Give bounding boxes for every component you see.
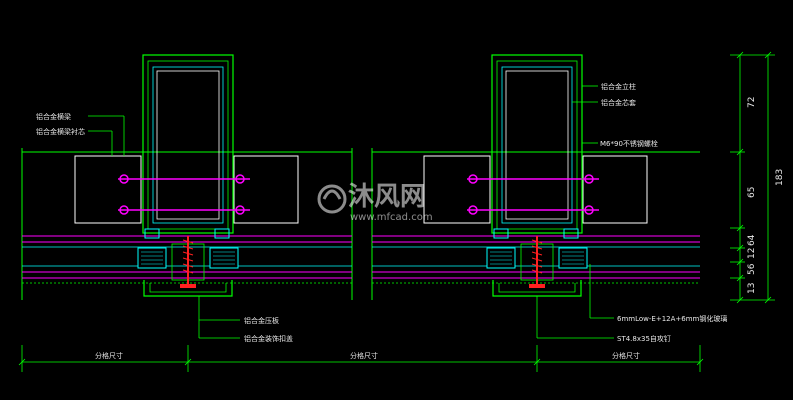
dim-total-183: 183 xyxy=(775,169,785,186)
label-span-left: 分格尺寸 xyxy=(95,351,123,360)
label-span-mid: 分格尺寸 xyxy=(350,351,378,360)
label-left-transom: 铝合金横梁 xyxy=(36,112,71,121)
label-span-right: 分格尺寸 xyxy=(612,351,640,360)
dim-72: 72 xyxy=(747,97,757,108)
label-left-pressure-plate: 铝合金压板 xyxy=(244,316,279,325)
label-right-glass: 6mmLow-E+12A+6mm钢化玻璃 xyxy=(617,314,727,323)
dim-56: 56 xyxy=(747,263,757,275)
left-cover-cap xyxy=(143,280,233,297)
watermark-url: www.mfcad.com xyxy=(350,212,433,223)
right-mullion xyxy=(491,54,583,234)
dim-64: 64 xyxy=(747,234,757,246)
right-assembly xyxy=(371,54,700,339)
label-left-transom-liner: 铝合金横梁衬芯 xyxy=(36,127,85,136)
vertical-dimensions xyxy=(730,51,775,304)
left-spacer-b xyxy=(209,247,239,269)
right-mullion-liner xyxy=(501,66,573,224)
left-mullion xyxy=(142,54,234,234)
mf-logo-icon xyxy=(317,184,347,214)
label-right-bolt: M6*90不锈钢螺栓 xyxy=(600,139,658,148)
label-right-screw: ST4.8x35自攻钉 xyxy=(617,334,671,343)
span-dimension xyxy=(18,345,704,372)
left-spacer-a xyxy=(137,247,167,269)
left-mullion-liner xyxy=(152,66,224,224)
left-screw xyxy=(180,236,196,288)
label-left-cover-cap: 铝合金装饰扣盖 xyxy=(244,334,293,343)
watermark: 沐风网 www.mfcad.com xyxy=(317,182,433,223)
label-right-mullion-liner: 铝合金芯套 xyxy=(601,98,636,107)
label-right-mullion: 铝合金立柱 xyxy=(601,82,636,91)
left-transom-block-a xyxy=(74,155,142,224)
dim-12: 12 xyxy=(747,248,757,259)
dim-13: 13 xyxy=(747,283,757,294)
watermark-brand: 沐风网 xyxy=(348,182,426,212)
right-screw xyxy=(529,236,545,288)
dim-65: 65 xyxy=(747,187,757,198)
left-transom-block-b xyxy=(233,155,299,224)
left-assembly xyxy=(21,54,353,339)
